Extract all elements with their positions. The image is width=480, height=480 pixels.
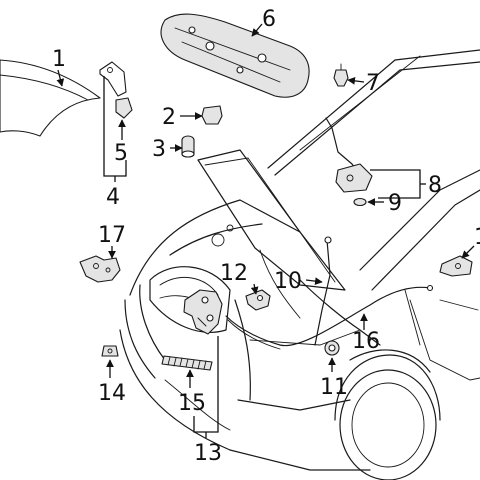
grommet — [353, 197, 367, 207]
callout-2: 2 — [162, 105, 176, 130]
car-body — [119, 49, 480, 480]
callout-15: 15 — [178, 391, 206, 416]
callout-1-right: 1 — [474, 225, 480, 250]
callout-1: 1 — [52, 47, 66, 72]
lock-striker — [439, 255, 473, 277]
hood-insulator — [160, 13, 310, 98]
callout-5: 5 — [114, 141, 128, 166]
hood-lock — [183, 289, 223, 335]
callout-labels: 1 2 3 4 5 6 7 8 9 10 11 12 13 14 15 16 1… — [52, 7, 480, 466]
callout-11: 11 — [320, 375, 348, 400]
clip-part — [333, 63, 349, 87]
callout-16: 16 — [352, 329, 380, 354]
callout-4: 4 — [106, 185, 120, 210]
hood-stopper — [201, 105, 223, 125]
hood-latch — [79, 255, 121, 283]
hood-cushion — [181, 135, 195, 158]
callout-10: 10 — [274, 269, 302, 294]
callout-17: 17 — [98, 223, 126, 248]
hood-panel — [0, 59, 101, 137]
callout-3: 3 — [152, 137, 166, 162]
callout-14: 14 — [98, 381, 126, 406]
release-lever — [245, 289, 271, 311]
callout-9: 9 — [388, 191, 402, 216]
callout-13: 13 — [194, 441, 222, 466]
callout-8: 8 — [428, 173, 442, 198]
hood-hinge — [99, 61, 133, 119]
support-rod — [325, 117, 373, 193]
release-cable — [225, 284, 434, 350]
cable-grommet — [324, 340, 340, 356]
callout-6: 6 — [262, 7, 276, 32]
leader-lines — [56, 23, 475, 438]
callout-7: 7 — [366, 71, 380, 96]
hood-spring — [161, 355, 213, 371]
callout-12: 12 — [220, 261, 248, 286]
bolt — [101, 345, 119, 357]
